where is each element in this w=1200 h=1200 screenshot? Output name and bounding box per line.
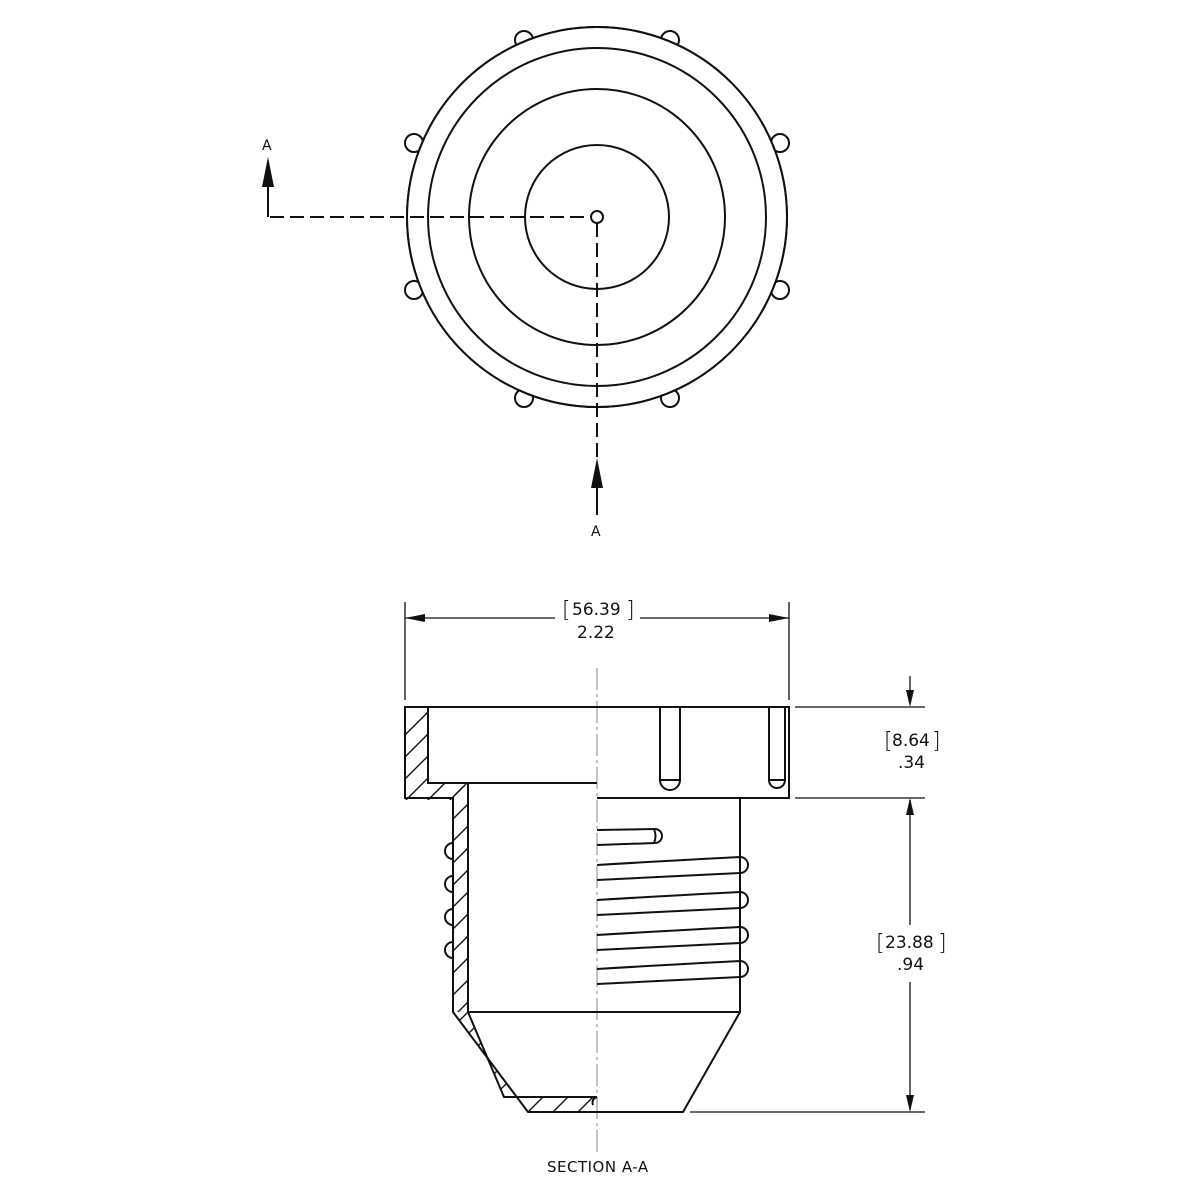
body-height-imperial: .94 [897,955,924,975]
section-arrow-left-icon [262,157,274,187]
svg-text:[: [ [876,931,885,956]
svg-text:]: ] [932,729,941,754]
width-metric: 56.39 [572,600,621,620]
flange-height-imperial: .34 [898,753,925,773]
section-marker-bottom-label: A [591,524,601,540]
hatch-wall [453,786,468,1012]
svg-text:[: [ [884,729,893,754]
hatch-cone [453,1012,597,1112]
exterior-half [596,706,790,1113]
flange-slots [659,707,786,791]
dimension-flange-height: [ 8.64 ] .34 [795,676,941,815]
threads [596,855,749,985]
width-imperial: 2.22 [577,623,615,643]
section-view: [ 56.39 ] 2.22 [ 8.64 ] .34 [ 23.88 ] .9… [404,598,947,1176]
dimension-overall-width: [ 56.39 ] 2.22 [404,598,790,700]
svg-text:]: ] [626,598,635,623]
sectioned-half [404,706,598,1113]
dimension-body-height: [ 23.88 ] .94 [690,800,947,1113]
section-arrow-bottom-icon [591,458,603,488]
svg-text:]: ] [938,931,947,956]
flange-height-metric: 8.64 [892,731,930,751]
thread-start [596,827,663,846]
top-view: A A [262,26,790,540]
body-height-metric: 23.88 [885,933,934,953]
svg-text:[: [ [562,598,571,623]
section-title: SECTION A-A [547,1158,649,1176]
hatch-flange [405,707,468,800]
section-marker-left-label: A [262,138,272,154]
